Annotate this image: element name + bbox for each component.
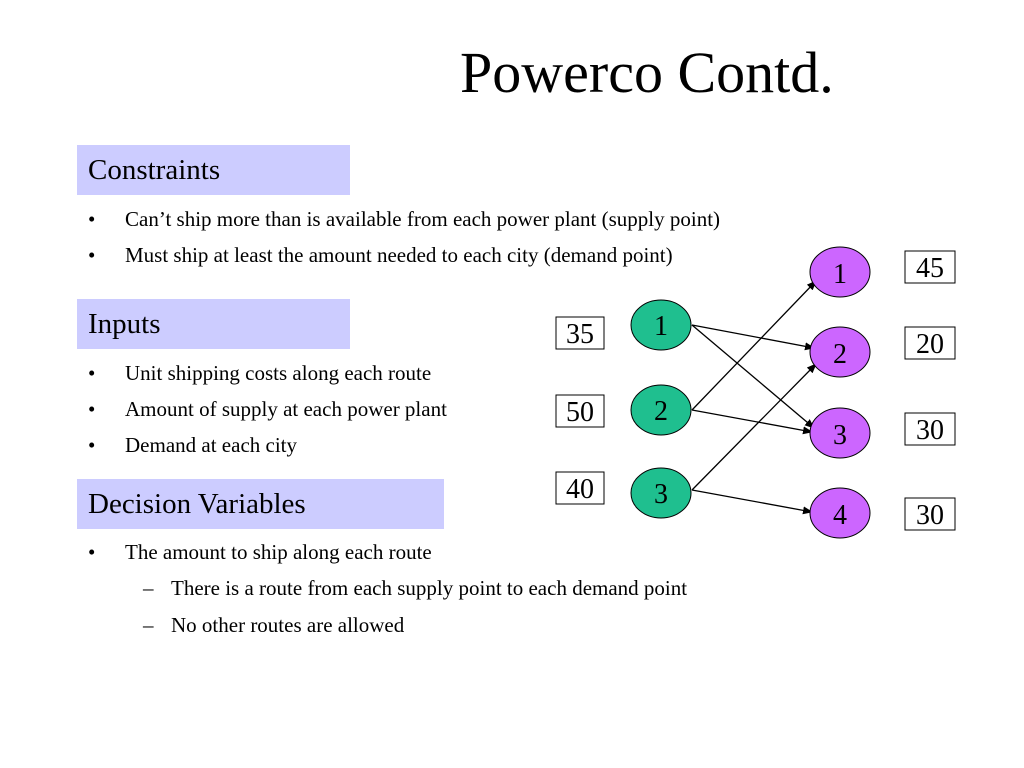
demand-amount-box xyxy=(904,250,956,284)
demand-amount-value: 30 xyxy=(916,500,944,531)
supply-node-label: 2 xyxy=(654,396,668,427)
demand-amount-value: 45 xyxy=(916,253,944,284)
bullet-text: Can’t ship more than is available from e… xyxy=(125,207,721,231)
demand-amount-box xyxy=(904,326,956,360)
supply-node-circle xyxy=(630,299,692,351)
demand-node-label: 4 xyxy=(833,500,847,531)
bullet-text: Amount of supply at each power plant xyxy=(125,397,447,421)
bullet-text: The amount to ship along each route xyxy=(125,540,432,564)
route-arrow-3-4 xyxy=(691,489,813,515)
route-arrow-2-1 xyxy=(691,280,817,411)
supply-amount-box xyxy=(555,316,605,350)
supply-amount-value: 50 xyxy=(566,397,594,428)
sub-bullet-text: There is a route from each supply point … xyxy=(171,576,688,600)
supply-node-label: 3 xyxy=(654,479,668,510)
bullet-text: Unit shipping costs along each route xyxy=(125,361,432,385)
bullet-text: Must ship at least the amount needed to … xyxy=(125,243,673,267)
decision-variables-heading: Decision Variables xyxy=(77,479,444,529)
demand-node-circle xyxy=(809,246,871,298)
bullet-mark: • xyxy=(88,361,96,385)
demand-amount-box xyxy=(904,412,956,446)
sub-bullet-mark: – xyxy=(143,613,154,637)
inputs-heading: Inputs xyxy=(77,299,350,349)
route-arrow-3-2 xyxy=(691,363,817,491)
demand-amount-value: 20 xyxy=(916,329,944,360)
route-arrow-1-2 xyxy=(691,324,815,351)
sub-bullet-text: No other routes are allowed xyxy=(171,613,405,637)
route-arrow-2-3 xyxy=(691,409,813,435)
supply-node-circle xyxy=(630,384,692,436)
route-arrow-1-3 xyxy=(691,324,815,429)
demand-amount-value: 30 xyxy=(916,415,944,446)
sub-bullet-mark: – xyxy=(143,576,154,600)
demand-amount-box xyxy=(904,497,956,531)
supply-node-label: 1 xyxy=(654,311,668,342)
bullet-mark: • xyxy=(88,433,96,457)
bullet-mark: • xyxy=(88,243,96,267)
demand-node-circle xyxy=(809,407,871,459)
bullet-text: Demand at each city xyxy=(125,433,297,457)
demand-node-circle xyxy=(809,487,871,539)
bullet-mark: • xyxy=(88,207,96,231)
supply-node-circle xyxy=(630,467,692,519)
demand-node-label: 1 xyxy=(833,259,847,290)
demand-node-label: 2 xyxy=(833,339,847,370)
supply-amount-value: 40 xyxy=(566,474,594,505)
supply-amount-value: 35 xyxy=(566,319,594,350)
supply-amount-box xyxy=(555,471,605,505)
constraints-heading: Constraints xyxy=(77,145,350,195)
demand-node-circle xyxy=(809,326,871,378)
bullet-mark: • xyxy=(88,397,96,421)
demand-node-label: 3 xyxy=(833,420,847,451)
slide-title: Powerco Contd. xyxy=(460,40,834,105)
supply-amount-box xyxy=(555,394,605,428)
bullet-mark: • xyxy=(88,540,96,564)
